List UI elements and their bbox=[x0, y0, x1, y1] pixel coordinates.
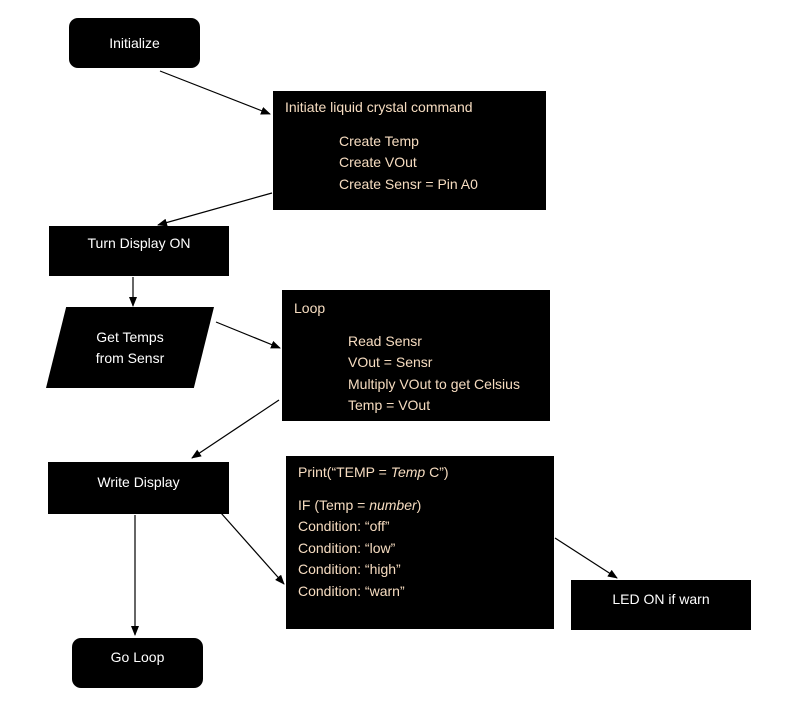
write-display-node: Write Display bbox=[48, 462, 229, 514]
arrow-get-temps-to-loop bbox=[215, 321, 281, 349]
lcd-command-title: Initiate liquid crystal command bbox=[285, 99, 473, 115]
display-on-label: Turn Display ON bbox=[87, 235, 191, 251]
loop-title: Loop bbox=[294, 300, 326, 316]
lcd-command-block: Initiate liquid crystal command Create T… bbox=[273, 91, 546, 210]
led-on-node: LED ON if warn bbox=[571, 580, 751, 630]
get-temps-label-line2: from Sensr bbox=[95, 349, 165, 366]
get-temps-node: Get Temps from Sensr bbox=[46, 307, 214, 388]
go-loop-label: Go Loop bbox=[110, 649, 165, 665]
led-on-label: LED ON if warn bbox=[612, 591, 710, 607]
get-temps-label-line1: Get Temps bbox=[96, 328, 164, 345]
condition-off: Condition: “off” bbox=[298, 518, 390, 534]
print-prefix: Print(“TEMP = bbox=[298, 464, 391, 480]
write-display-label: Write Display bbox=[97, 474, 180, 490]
condition-high: Condition: “high” bbox=[298, 561, 401, 577]
initialize-node: Initialize bbox=[69, 18, 200, 68]
lcd-line-create-temp: Create Temp bbox=[339, 132, 419, 149]
print-var: Temp bbox=[390, 464, 426, 480]
arrow-lcd-to-display-on bbox=[157, 192, 273, 227]
go-loop-node: Go Loop bbox=[72, 638, 203, 688]
loop-line-temp-vout: Temp = VOut bbox=[348, 397, 431, 413]
display-on-node: Turn Display ON bbox=[49, 226, 229, 276]
if-prefix: IF (Temp = bbox=[298, 496, 370, 513]
condition-warn: Condition: “warn” bbox=[298, 582, 405, 599]
loop-line-vout-sensr: VOut = Sensr bbox=[348, 354, 433, 370]
loop-line-multiply: Multiply VOut to get Celsius bbox=[348, 375, 520, 392]
if-statement: IF (Temp = number) bbox=[298, 495, 542, 517]
arrow-write-display-to-print bbox=[220, 512, 285, 585]
arrow-loop-to-write-display bbox=[191, 399, 280, 459]
loop-line-read-sensr: Read Sensr bbox=[348, 332, 422, 349]
condition-low: Condition: “low” bbox=[298, 539, 396, 556]
lcd-line-create-sensr: Create Sensr = Pin A0 bbox=[339, 175, 478, 192]
print-statement: Print(“TEMP = Temp C”) bbox=[298, 462, 542, 484]
initialize-label: Initialize bbox=[109, 35, 160, 51]
lcd-line-create-vout: Create VOut bbox=[339, 154, 417, 170]
loop-block: Loop Read Sensr VOut = Sensr Multiply VO… bbox=[282, 290, 550, 421]
if-var: number bbox=[369, 496, 417, 513]
if-suffix: ) bbox=[416, 496, 422, 513]
get-temps-shape bbox=[46, 307, 214, 388]
print-block: Print(“TEMP = Temp C”) IF (Temp = number… bbox=[286, 456, 554, 629]
arrow-print-to-led bbox=[554, 537, 618, 579]
arrow-initialize-to-lcd bbox=[159, 70, 271, 115]
print-suffix: C”) bbox=[425, 464, 449, 480]
